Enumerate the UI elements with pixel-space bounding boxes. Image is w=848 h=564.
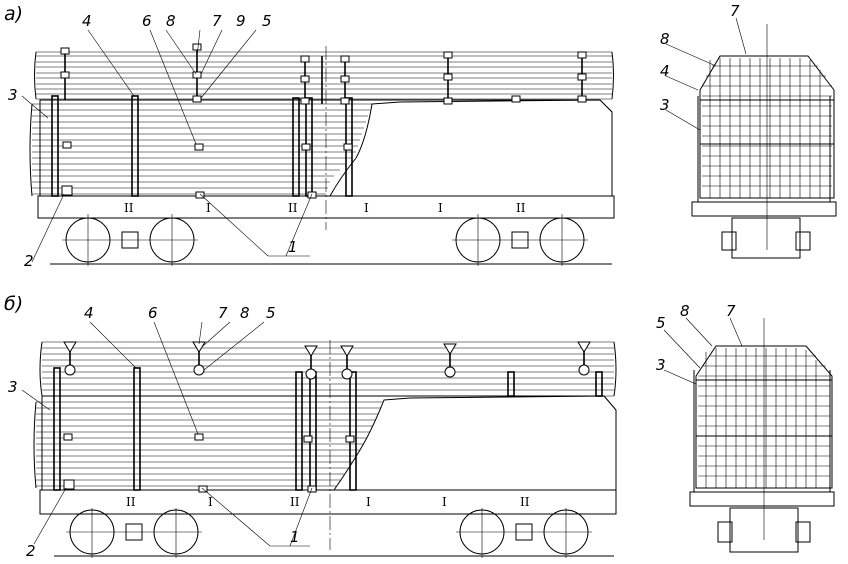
panel-a: а) [4, 2, 837, 270]
axle-mark: II [126, 495, 136, 509]
end-wheel-left [717, 521, 733, 543]
axle-mark: I [208, 495, 213, 509]
axle-mark: II [288, 201, 298, 215]
callout-7: 7 [218, 304, 228, 322]
end-frame [689, 491, 835, 507]
axle-mark: I [366, 495, 371, 509]
panel-b-label: б) [4, 293, 23, 315]
tie-straps [60, 43, 587, 199]
end-stakes [693, 370, 831, 492]
tie-hooks [63, 341, 591, 493]
callout-3: 3 [8, 378, 18, 396]
panel-b-end-view: 5 8 7 3 [656, 302, 835, 553]
callout-5: 5 [262, 12, 272, 30]
end-wheel-right [795, 231, 811, 251]
end-wheel-left [721, 231, 737, 251]
panel-b-side-view: II I II I I II 4 6 7 8 5 3 2 1 [8, 304, 617, 560]
callout-3: 3 [656, 356, 666, 374]
axle-mark: II [520, 495, 530, 509]
callout-2: 2 [26, 542, 36, 560]
end-leader-lines [663, 317, 743, 385]
panel-a-end-view: 7 8 4 3 [660, 2, 837, 259]
axle-marks: II I II I I II [126, 495, 530, 509]
axle-mark: II [516, 201, 526, 215]
end-bogie [731, 217, 801, 259]
callout-8: 8 [240, 304, 250, 322]
callout-6: 6 [142, 12, 152, 30]
side-callouts: 4 6 7 8 5 3 2 1 [8, 304, 300, 560]
end-leader-lines [665, 17, 747, 131]
end-load-outline [699, 55, 835, 199]
cutaway-region [329, 99, 613, 197]
callout-4: 4 [84, 304, 94, 322]
log-stack-top [34, 51, 614, 100]
cutaway-region [333, 395, 617, 491]
log-stack-body [29, 103, 372, 197]
wheelsets [62, 214, 588, 266]
callout-2: 2 [24, 252, 34, 270]
log-stack-body [33, 401, 384, 489]
callout-1: 1 [288, 238, 298, 256]
leader-lines [21, 321, 313, 547]
wheelsets [66, 508, 592, 558]
axle-mark: I [442, 495, 447, 509]
callout-7: 7 [726, 302, 736, 320]
end-wheel-right [795, 521, 811, 543]
axle-marks: II I II I I II [124, 201, 526, 215]
callout-4: 4 [82, 12, 92, 30]
axle-mark: I [206, 201, 211, 215]
callout-7: 7 [730, 2, 740, 20]
callout-7: 7 [212, 12, 222, 30]
panel-b: б) [4, 293, 835, 560]
wagon-frame [39, 489, 617, 515]
end-stakes [697, 96, 831, 202]
axle-mark: I [438, 201, 443, 215]
panel-a-label: а) [4, 3, 23, 25]
callout-8: 8 [660, 30, 670, 48]
axle-mark: II [290, 495, 300, 509]
axle-mark: II [124, 201, 134, 215]
end-bogie [729, 507, 799, 553]
end-callouts: 7 8 4 3 [660, 2, 740, 114]
end-callouts: 5 8 7 3 [656, 302, 736, 374]
panel-a-side-view: II I II I I II 4 6 8 7 9 5 3 2 1 [8, 12, 615, 270]
callout-6: 6 [148, 304, 158, 322]
callout-9: 9 [236, 12, 246, 30]
callout-8: 8 [680, 302, 690, 320]
callout-1: 1 [290, 528, 300, 546]
callout-4: 4 [660, 62, 670, 80]
axle-mark: I [364, 201, 369, 215]
callout-5: 5 [266, 304, 276, 322]
end-frame [691, 201, 837, 217]
leader-lines [21, 29, 313, 263]
callout-3: 3 [660, 96, 670, 114]
callout-5: 5 [656, 314, 666, 332]
end-load-outline [695, 345, 833, 489]
log-stack-top [39, 341, 617, 397]
callout-3: 3 [8, 86, 18, 104]
side-callouts: 4 6 8 7 9 5 3 2 1 [8, 12, 298, 270]
callout-8: 8 [166, 12, 176, 30]
